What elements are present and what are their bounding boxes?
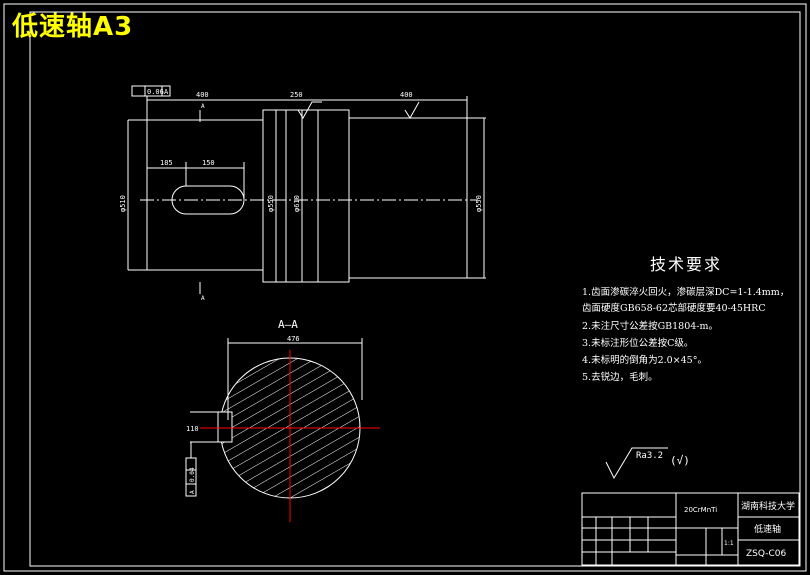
drawing-title: 低速轴A3 [12, 12, 134, 42]
tech-requirements-title: 技术要求 [650, 255, 723, 274]
dim-dia-left: φ510 [119, 195, 127, 212]
dim-section-width: 476 [287, 335, 300, 343]
section-label: A—A [278, 318, 298, 331]
tb-material: 20CrMnTi [684, 506, 717, 514]
tech-item-5: 5.去锐边，毛刺。 [582, 372, 658, 383]
section-view [185, 338, 380, 522]
tech-item-1b: 齿面硬度GB658-62芯部硬度要40-45HRC [582, 303, 766, 314]
tolerance-value: 0.06 [147, 88, 164, 96]
dim-len-right: 400 [400, 91, 413, 99]
dim-len-mid: 250 [290, 91, 303, 99]
tech-item-3: 3.未标注形位公差按C级。 [582, 338, 694, 349]
surface-finish-value: Ra3.2 [636, 451, 663, 461]
dim-dia-mid1: φ550 [267, 195, 275, 212]
tech-item-2: 2.未注尺寸公差按GB1804-m。 [582, 321, 719, 332]
tech-item-1: 1.齿面渗碳淬火回火，渗碳层深DC=1-1.4mm， [582, 287, 790, 298]
tolerance-datum: A [164, 88, 169, 96]
dim-keyway-len: 150 [202, 159, 215, 167]
dim-dia-mid2: φ610 [293, 195, 301, 212]
section-marker-top: A [201, 103, 205, 110]
outer-frame [3, 3, 807, 572]
dim-keyway-offset: 185 [160, 159, 173, 167]
tolerance2-datum: A [189, 490, 196, 494]
dim-section-depth: 110 [186, 425, 199, 433]
shaft-main-view [127, 85, 486, 294]
surface-finish-note: (√) [670, 454, 690, 467]
tolerance2-value: 0.04 [189, 467, 196, 482]
section-marker-bottom: A [201, 295, 205, 302]
dim-len-left: 400 [196, 91, 209, 99]
tb-part-name: 低速轴 [754, 523, 781, 535]
dim-dia-right: φ550 [475, 195, 483, 212]
surface-finish-symbol [605, 447, 668, 480]
tb-university: 湖南科技大学 [741, 500, 795, 512]
inner-frame [29, 11, 801, 567]
tech-item-4: 4.未标明的倒角为2.0×45°。 [582, 355, 707, 366]
tb-scale: 1:1 [724, 540, 734, 547]
tb-drawing-no: ZSQ-C06 [746, 549, 786, 559]
title-block [581, 492, 800, 566]
